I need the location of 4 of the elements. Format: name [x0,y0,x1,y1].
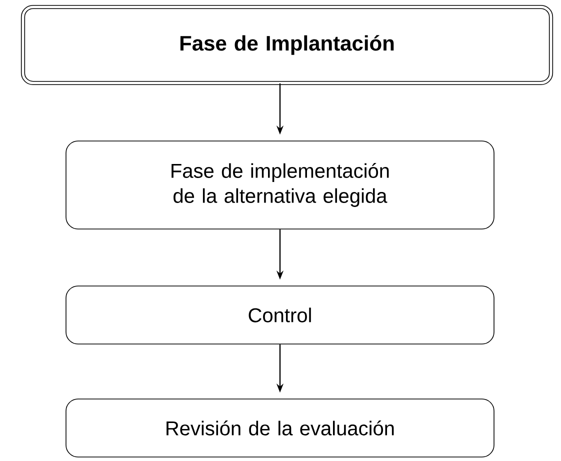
process-box: Fase de implementación de la alternativa elegida [66,140,494,230]
process-box: Revisión de la evaluación [66,398,494,458]
title-box: Fase de Implantación [20,4,554,86]
process-box: Control [66,286,494,344]
